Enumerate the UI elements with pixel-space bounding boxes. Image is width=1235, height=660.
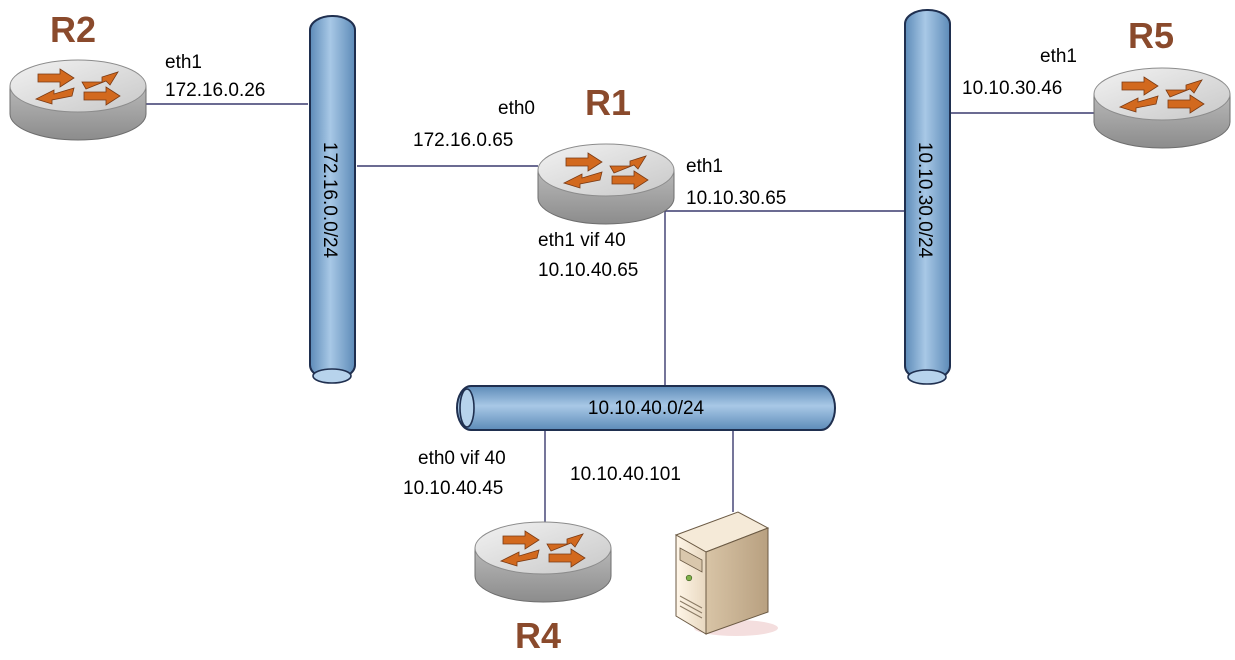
iface-r1-eth0: eth0 172.16.0.65: [413, 98, 535, 151]
iface-ip: 172.16.0.26: [165, 80, 265, 101]
iface-r1-eth1-vif40: eth1 vif 40 10.10.40.65: [538, 230, 638, 281]
router-r1[interactable]: [537, 143, 675, 225]
segment-right-label: 10.10.30.0/24: [914, 142, 935, 259]
iface-r5-eth1: eth1 10.10.30.46: [962, 46, 1077, 99]
iface-name: eth1: [686, 156, 723, 177]
iface-ip: 172.16.0.65: [413, 130, 513, 151]
iface-server: 10.10.40.101: [570, 464, 681, 485]
segment-bottom-pipe: 10.10.40.0/24: [456, 385, 836, 431]
segment-left-label: 172.16.0.0/24: [319, 142, 340, 259]
iface-r2-eth1: eth1 172.16.0.26: [165, 52, 265, 101]
iface-ip: 10.10.40.45: [403, 478, 503, 499]
iface-name: eth1: [1040, 46, 1077, 67]
iface-name: eth0: [498, 98, 535, 119]
iface-r4-eth0-vif40: eth0 vif 40 10.10.40.45: [403, 448, 506, 499]
iface-ip: 10.10.30.46: [962, 78, 1062, 99]
iface-ip: 10.10.40.101: [570, 464, 681, 485]
segment-left-pipe: 172.16.0.0/24: [309, 15, 356, 384]
router-r2[interactable]: [9, 59, 147, 141]
router-icon: [537, 143, 675, 225]
iface-name: eth0 vif 40: [418, 448, 506, 469]
router-icon: [474, 521, 612, 603]
server[interactable]: [674, 511, 778, 636]
router-r5[interactable]: [1093, 67, 1231, 149]
segment-bottom-label: 10.10.40.0/24: [588, 398, 705, 419]
server-icon: [674, 511, 778, 636]
router-r4-name: R4: [515, 615, 561, 656]
iface-ip: 10.10.40.65: [538, 260, 638, 281]
iface-r1-eth1: eth1 10.10.30.65: [686, 156, 786, 209]
router-icon: [9, 59, 147, 141]
segment-right-pipe: 10.10.30.0/24: [904, 9, 951, 385]
router-r5-name: R5: [1128, 15, 1174, 56]
router-r1-name: R1: [585, 82, 631, 123]
router-r2-name: R2: [50, 9, 96, 50]
router-icon: [1093, 67, 1231, 149]
iface-name: eth1 vif 40: [538, 230, 626, 251]
iface-name: eth1: [165, 52, 202, 73]
router-r4[interactable]: [474, 521, 612, 603]
iface-ip: 10.10.30.65: [686, 188, 786, 209]
